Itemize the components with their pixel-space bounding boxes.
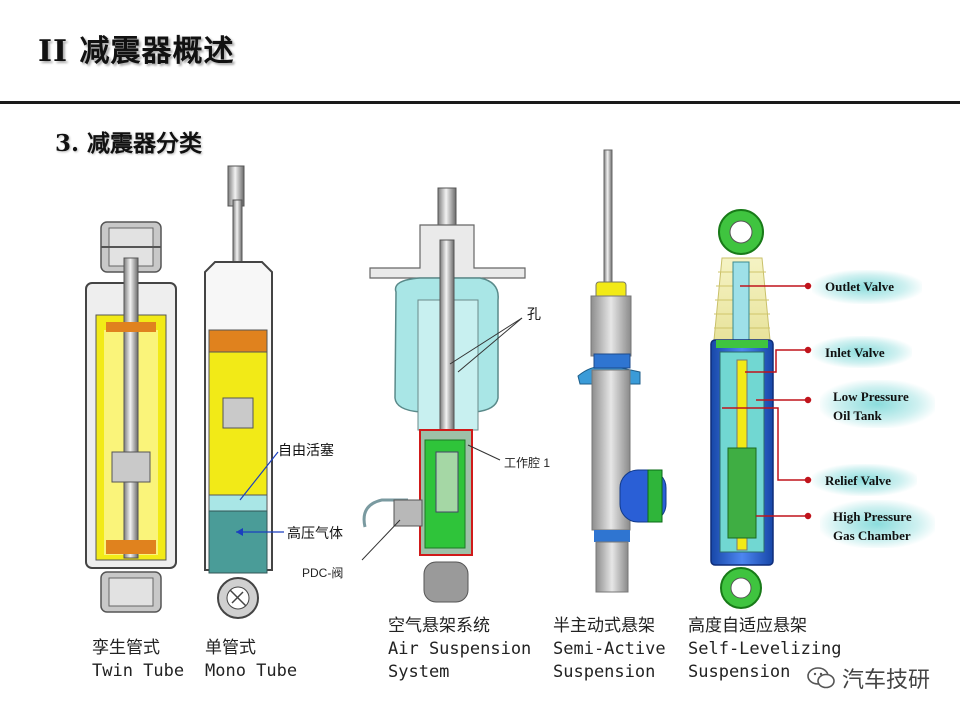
watermark: 汽车技研	[806, 662, 930, 694]
caption-twin-cn: 孪生管式	[92, 638, 160, 658]
air-suspension-shock	[362, 187, 526, 603]
low-pressure-glow	[820, 380, 935, 428]
high-pressure-gas-label: 高压气体	[287, 526, 343, 542]
caption-semi-active: 半主动式悬架 Semi-Active Suspension	[553, 615, 666, 684]
caption-mono-cn: 单管式	[205, 638, 256, 658]
caption-air-suspension: 空气悬架系统 Air Suspension System	[388, 615, 531, 684]
mono-tube-shock	[204, 165, 273, 619]
caption-twin-tube: 孪生管式 Twin Tube	[92, 637, 184, 683]
caption-mono-en: Mono Tube	[205, 661, 298, 681]
outlet-valve-label: Outlet Valve	[825, 279, 894, 294]
outlet-glow	[812, 270, 922, 304]
pdc-valve-label: PDC-阀	[302, 566, 344, 580]
caption-semi-en2: Suspension	[553, 662, 656, 682]
caption-mono-tube: 单管式 Mono Tube	[205, 637, 297, 683]
inlet-glow	[812, 336, 912, 368]
slide-title: II 减震器概述	[38, 34, 235, 69]
caption-air-cn: 空气悬架系统	[388, 616, 490, 636]
relief-glow	[812, 464, 917, 496]
caption-twin-en: Twin Tube	[92, 661, 185, 681]
high-pressure-label-1: High Pressure	[833, 509, 912, 524]
watermark-text: 汽车技研	[841, 668, 930, 693]
semi-active-shock	[577, 149, 667, 593]
caption-air-en2: System	[388, 662, 450, 682]
self-levelizing-shock	[710, 209, 774, 609]
self-callout-lines	[722, 282, 812, 520]
high-pressure-label-2: Gas Chamber	[833, 528, 911, 543]
low-pressure-label-2: Oil Tank	[833, 408, 882, 423]
relief-valve-label: Relief Valve	[825, 473, 892, 488]
inlet-valve-label: Inlet Valve	[825, 345, 885, 360]
caption-self-cn: 高度自适应悬架	[688, 616, 807, 636]
caption-self-levelizing: 高度自适应悬架 Self-Levelizing Suspension	[688, 615, 842, 684]
low-pressure-label-1: Low Pressure	[833, 389, 909, 404]
caption-air-en1: Air Suspension	[388, 639, 532, 659]
high-pressure-glow	[820, 500, 935, 548]
working-chamber-label: 工作腔 1	[504, 456, 551, 470]
caption-semi-en1: Semi-Active	[553, 639, 666, 659]
air-callout-lines	[361, 317, 523, 561]
caption-semi-cn: 半主动式悬架	[553, 616, 655, 636]
caption-self-en2: Suspension	[688, 662, 791, 682]
free-piston-label: 自由活塞	[278, 443, 334, 459]
slide-subtitle: 3. 减震器分类	[55, 130, 203, 157]
twin-tube-shock	[85, 221, 177, 613]
wechat-icon	[807, 667, 835, 689]
orifice-label: 孔	[527, 307, 541, 323]
title-divider	[0, 101, 960, 104]
caption-self-en1: Self-Levelizing	[688, 639, 842, 659]
mono-callout-lines	[236, 451, 284, 536]
